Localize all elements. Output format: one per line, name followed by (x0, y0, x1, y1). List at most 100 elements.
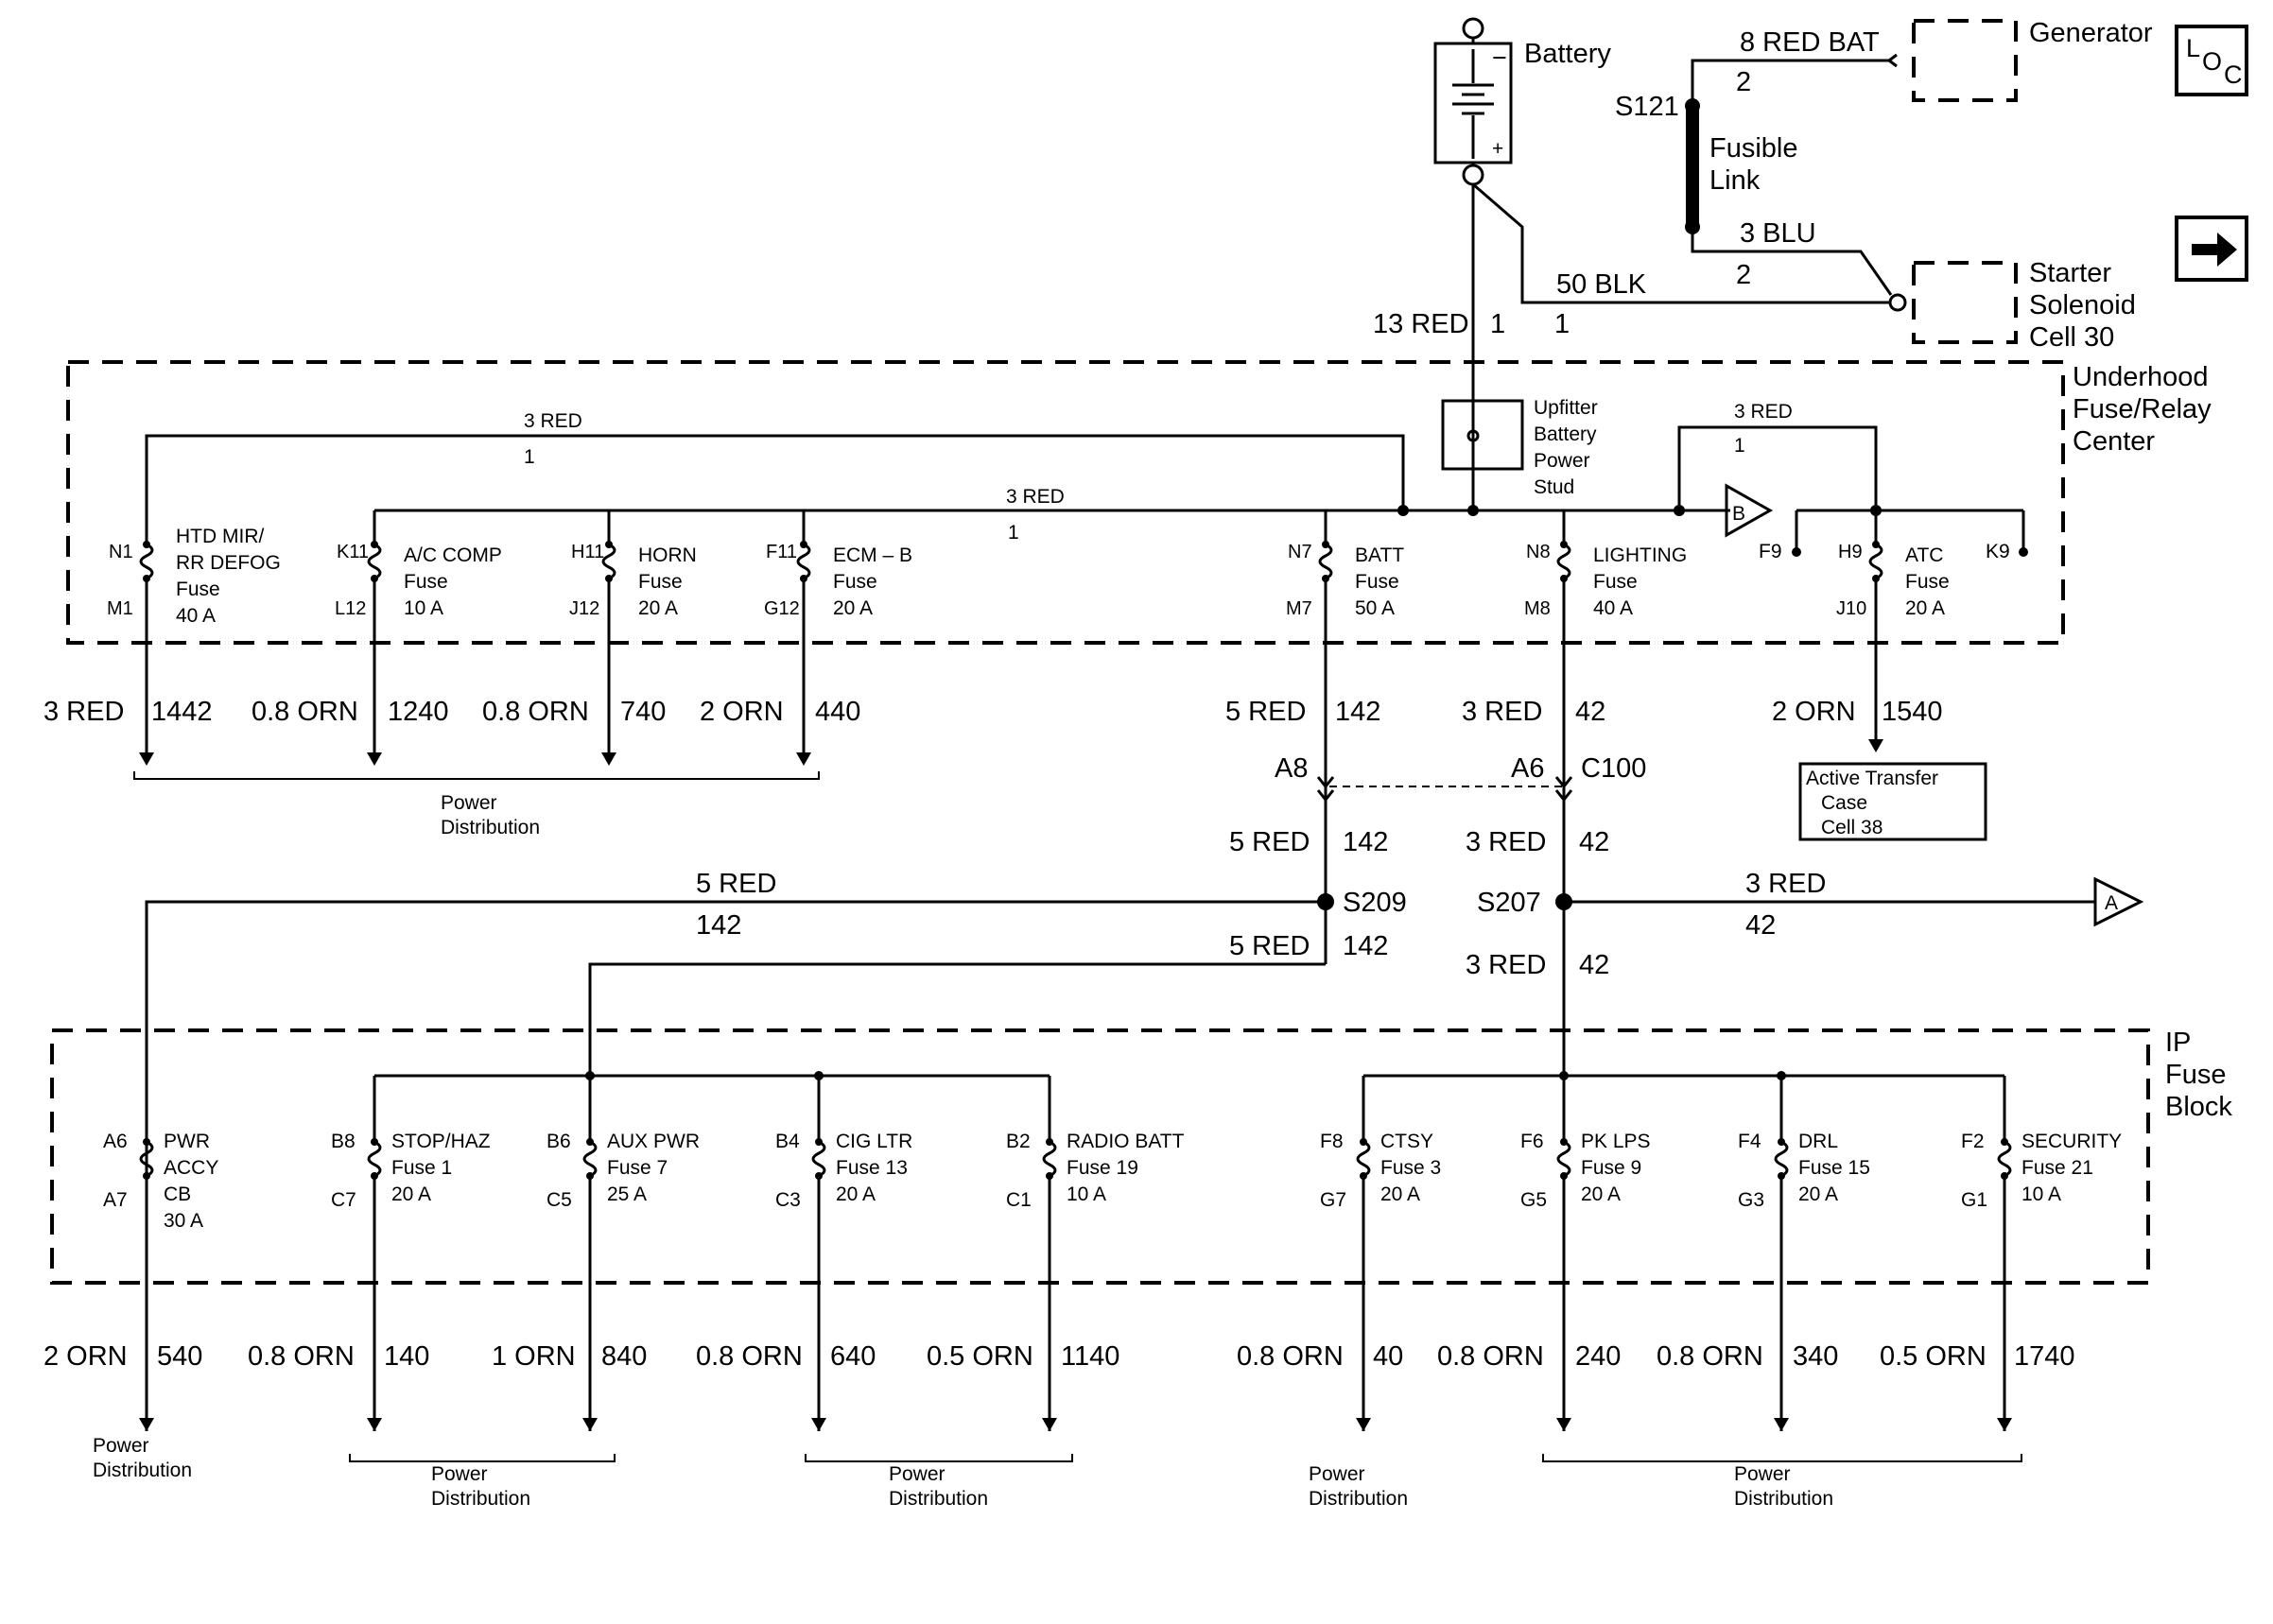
fuse-label-line: HTD MIR/ (176, 526, 264, 547)
fuse-label-line: Fuse 9 (1581, 1157, 1641, 1179)
fuse-label-line: 20 A (1798, 1183, 1838, 1205)
s207-bot-circuit: 42 (1579, 950, 1609, 980)
connector-a-label: A (2105, 892, 2118, 914)
ip-pd-540-1: Power (93, 1435, 149, 1457)
ip-title-2: Fuse (2165, 1060, 2226, 1090)
c100-left-circuit: 142 (1343, 827, 1388, 857)
s209-left-circuit: 142 (696, 910, 741, 941)
underhood-title-2: Fuse/Relay (2073, 394, 2212, 424)
uh-power-dist-1: Power (441, 792, 497, 814)
fuse-label-line: 20 A (1905, 597, 1945, 619)
fuse-bot-pin: A7 (103, 1189, 128, 1211)
fuse-wire: 3 RED (1462, 697, 1542, 727)
fuse-wire: 0.5 ORN (927, 1341, 1033, 1372)
fuse-circuit: 1740 (2014, 1341, 2075, 1372)
starter-wire: 50 BLK (1556, 269, 1647, 300)
fuse-bot-pin: G7 (1320, 1189, 1346, 1211)
fuse-label-line: 20 A (638, 597, 678, 619)
fuse-top-pin: N1 (109, 542, 133, 562)
fuse-circuit: 40 (1373, 1341, 1403, 1372)
ip-pd-b-2: Distribution (889, 1488, 988, 1510)
active-transfer-box (1798, 762, 1987, 841)
fuse-bot-pin: C5 (547, 1189, 572, 1211)
generator-box (1912, 19, 2018, 102)
fuse-label-line: CB (164, 1183, 191, 1205)
active-transfer-1: Active Transfer (1806, 768, 1938, 789)
starter-line-3: Cell 30 (2029, 322, 2114, 353)
fuse-label-line: 10 A (404, 597, 443, 619)
fuse-circuit: 640 (830, 1341, 876, 1372)
ip-pd-a-1: Power (431, 1463, 488, 1485)
fuse-wire: 1 ORN (492, 1341, 576, 1372)
fuse-circuit: 740 (620, 697, 666, 727)
c100-left-pin: A8 (1275, 753, 1308, 784)
fuse-label-line: 30 A (164, 1210, 203, 1232)
fuse-top-pin: B8 (331, 1131, 356, 1152)
fuse-label-line: CTSY (1380, 1131, 1433, 1152)
bus-main-pin: 1 (1008, 522, 1019, 544)
battery-minus: − (1492, 43, 1507, 72)
c100-label: C100 (1581, 753, 1646, 784)
fuse-top-pin: B2 (1006, 1131, 1031, 1152)
fuse-label-line: HORN (638, 544, 697, 566)
fuse-top-pin: F6 (1520, 1131, 1544, 1152)
starter-box (1912, 261, 2018, 344)
ip-pd-d-1: Power (1734, 1463, 1791, 1485)
batt-feed-pin: 1 (1490, 309, 1505, 339)
fuse-circuit: 1240 (388, 697, 449, 727)
underhood-title-3: Center (2073, 426, 2155, 457)
fuse-label-line: Fuse (833, 571, 877, 593)
fuse-bot-pin: G3 (1738, 1189, 1764, 1211)
bus-top-pin: 1 (524, 446, 535, 468)
s207-right-wire: 3 RED (1745, 869, 1826, 899)
ip-title-3: Block (2165, 1092, 2232, 1122)
fuse-bot-pin: L12 (335, 598, 366, 619)
fuse-wire: 0.8 ORN (1237, 1341, 1344, 1372)
fuse-circuit: 340 (1793, 1341, 1838, 1372)
fuse-wire: 2 ORN (700, 697, 784, 727)
active-transfer-2: Case (1821, 792, 1867, 814)
c100-right-pin: A6 (1511, 753, 1544, 784)
fuse-label-line: Fuse 3 (1380, 1157, 1441, 1179)
s209-bot-circuit: 142 (1343, 931, 1388, 961)
s207-bot-wire: 3 RED (1466, 950, 1546, 980)
fuse-circuit: 142 (1335, 697, 1380, 727)
fuse-top-pin: B4 (775, 1131, 800, 1152)
fuse-label-line: PWR (164, 1131, 210, 1152)
stud-line-1: Upfitter (1534, 397, 1598, 419)
active-transfer-3: Cell 38 (1821, 817, 1883, 838)
fuse-circuit: 140 (384, 1341, 429, 1372)
bus-top-wire: 3 RED (524, 410, 582, 432)
batt-feed-wire: 13 RED (1373, 309, 1469, 339)
fuse-top-pin: F8 (1320, 1131, 1344, 1152)
s207-right-circuit: 42 (1745, 910, 1776, 941)
fuse-label-line: Fuse 1 (391, 1157, 452, 1179)
ip-pd-c-1: Power (1309, 1463, 1365, 1485)
starter-pin: 1 (1554, 309, 1570, 339)
underhood-box (66, 360, 2065, 645)
fuse-label-line: 20 A (1581, 1183, 1621, 1205)
starter-line-2: Solenoid (2029, 290, 2136, 320)
fuse-circuit: 840 (601, 1341, 647, 1372)
ip-pd-d-2: Distribution (1734, 1488, 1833, 1510)
stud-line-4: Stud (1534, 476, 1574, 498)
fuse-label-line: ACCY (164, 1157, 218, 1179)
fuse-top-pin: B6 (547, 1131, 571, 1152)
fuse-wire: 5 RED (1225, 697, 1306, 727)
fuse-wire: 0.8 ORN (696, 1341, 803, 1372)
battery-plus: + (1492, 138, 1503, 160)
s207-label: S207 (1477, 888, 1541, 918)
fuse-label-line: 40 A (1593, 597, 1633, 619)
fuse-circuit: 1140 (1061, 1341, 1119, 1372)
fuse-label-line: SECURITY (2021, 1131, 2122, 1152)
fuse-wire: 2 ORN (43, 1341, 128, 1372)
